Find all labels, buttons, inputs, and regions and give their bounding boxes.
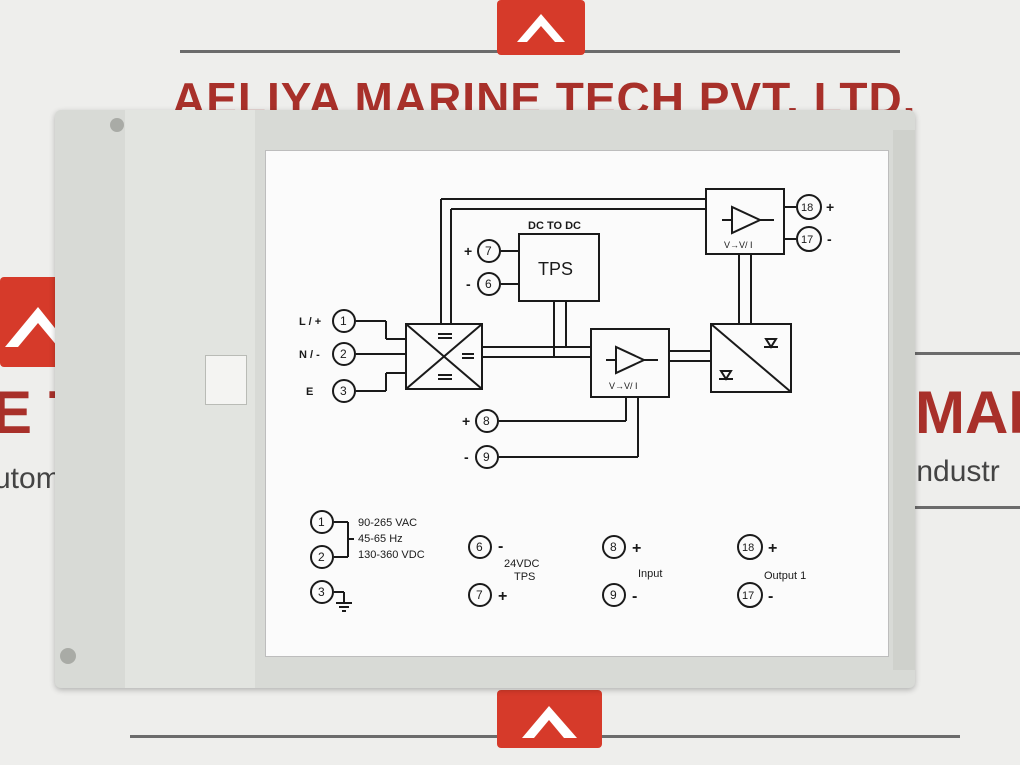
legend-supply-1-num: 1 xyxy=(318,515,325,529)
watermark-line-right-2 xyxy=(910,506,1020,509)
legend-tps-7-sign: + xyxy=(498,588,507,605)
legend-supply-2-num: 2 xyxy=(318,550,325,564)
input-terminal-9-sign: - xyxy=(464,449,469,465)
output-terminal-18-num: 18 xyxy=(801,202,813,214)
legend-input-9-sign: - xyxy=(632,588,637,605)
terminal-l-label: L / + xyxy=(299,316,321,328)
input-terminal-8-sign: + xyxy=(462,413,470,429)
watermark-logo-bottom-icon xyxy=(522,706,577,738)
watermark-logo-left-icon xyxy=(5,307,70,347)
legend-output-17-num: 17 xyxy=(742,590,754,602)
input-terminal-8-num: 8 xyxy=(483,414,490,428)
tps-box-label: TPS xyxy=(538,259,573,279)
housing-right-edge xyxy=(893,130,915,670)
tps-terminal-7-num: 7 xyxy=(485,244,492,258)
legend-output-17-sign: - xyxy=(768,588,773,605)
legend-supply-line-3: 130-360 VDC xyxy=(358,549,425,561)
tps-terminal-6-num: 6 xyxy=(485,277,492,291)
label-panel: DC TO DC TPS L / + N / - E 1 2 3 + 7 - 6… xyxy=(265,150,889,657)
legend-input-8-sign: + xyxy=(632,540,641,557)
legend-output-18-sign: + xyxy=(768,540,777,557)
watermark-right-sub: Industr xyxy=(908,455,1000,488)
terminal-1-num: 1 xyxy=(340,314,347,328)
legend-output-18-num: 18 xyxy=(742,542,754,554)
output-amp-label: V→V/ I xyxy=(724,240,753,250)
housing-screw-top xyxy=(110,118,124,132)
legend-output-label: Output 1 xyxy=(764,570,806,582)
watermark-right-fragment: MAR xyxy=(915,379,1020,446)
output-terminal-17-num: 17 xyxy=(801,234,813,246)
legend-tps-6-sign: - xyxy=(498,538,503,555)
input-amp-label: V→V/ I xyxy=(609,381,638,391)
watermark-logo-top-icon xyxy=(517,14,565,42)
legend-supply-line-2: 45-65 Hz xyxy=(358,533,403,545)
output-terminal-17-sign: - xyxy=(827,231,832,247)
tps-terminal-6-sign: - xyxy=(466,276,471,292)
legend-supply-line-1: 90-265 VAC xyxy=(358,517,417,529)
legend-input-8-num: 8 xyxy=(610,540,617,554)
housing-screw-bottom xyxy=(60,648,76,664)
terminal-e-label: E xyxy=(306,386,313,398)
terminal-2-num: 2 xyxy=(340,347,347,361)
input-terminal-9-num: 9 xyxy=(483,450,490,464)
watermark-line-right xyxy=(895,352,1020,355)
watermark-logo-top xyxy=(497,0,585,55)
legend-tps-6-num: 6 xyxy=(476,540,483,554)
legend-tps-7-num: 7 xyxy=(476,588,483,602)
legend-input-label: Input xyxy=(638,568,662,580)
legend-supply-3-num: 3 xyxy=(318,585,325,599)
output-terminal-18-sign: + xyxy=(826,199,834,215)
terminal-n-label: N / - xyxy=(299,349,320,361)
legend-input-9-num: 9 xyxy=(610,588,617,602)
watermark-logo-bottom xyxy=(497,690,602,748)
housing-slot xyxy=(205,355,247,405)
tps-terminal-7-sign: + xyxy=(464,243,472,259)
dc-to-dc-label: DC TO DC xyxy=(528,220,581,232)
legend-tps-label-1: 24VDC xyxy=(504,558,540,570)
terminal-3-num: 3 xyxy=(340,384,347,398)
wiring-diagram: DC TO DC TPS L / + N / - E 1 2 3 + 7 - 6… xyxy=(299,188,834,612)
legend-tps-label-2: TPS xyxy=(514,571,535,583)
watermark-left-sub: utom xyxy=(0,462,61,495)
